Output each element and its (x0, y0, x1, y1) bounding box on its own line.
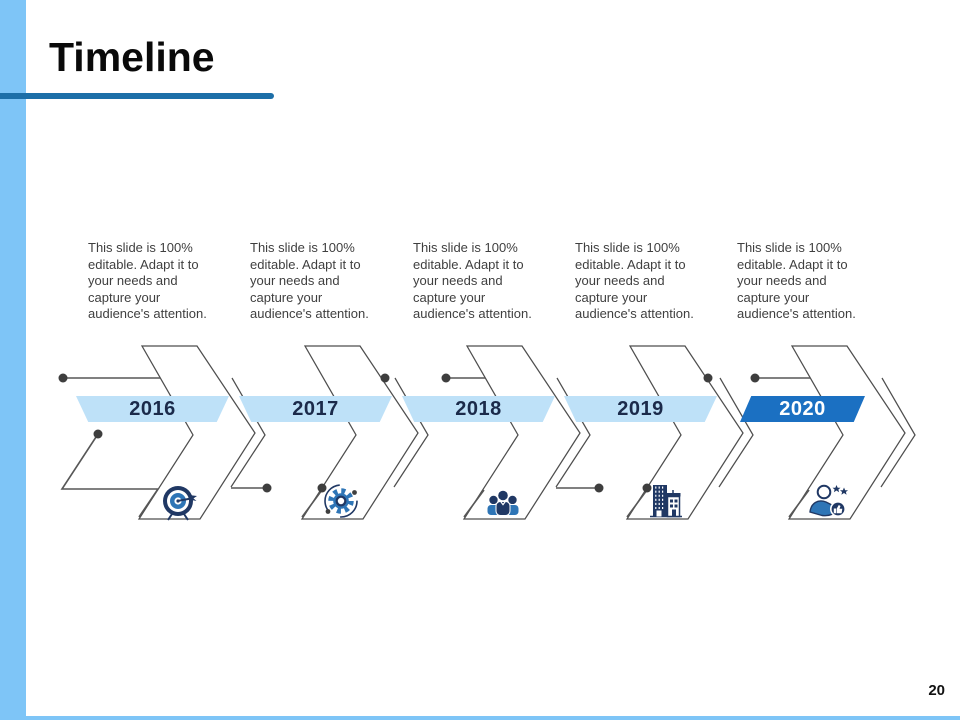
circuit-connectors (58, 373, 810, 518)
milestone-5-description: This slide is 100% editable. Adapt it to… (737, 240, 856, 321)
year-label: 2018 (455, 397, 502, 420)
left-accent-strip (0, 0, 26, 720)
bottom-accent-bar (0, 716, 960, 720)
timeline-arrow-5 (787, 345, 916, 520)
customer-rating-icon (809, 484, 848, 517)
connector-dot (380, 373, 390, 383)
connector-dot (750, 373, 760, 383)
milestone-3-description: This slide is 100% editable. Adapt it to… (413, 240, 532, 321)
year-band-2018: 2018 (402, 396, 555, 422)
year-band-2017: 2017 (239, 396, 392, 422)
target-dart-icon (163, 486, 197, 521)
connector-dot (594, 483, 604, 493)
milestone-1-description: This slide is 100% editable. Adapt it to… (88, 240, 207, 321)
team-icon (486, 490, 520, 516)
page-number: 20 (928, 682, 945, 699)
connector-dot (262, 483, 272, 493)
milestone-4-description: This slide is 100% editable. Adapt it to… (575, 240, 694, 321)
process-gear-icon (324, 484, 358, 518)
year-label: 2020 (779, 397, 826, 420)
connector-dot (58, 373, 68, 383)
year-band-2019: 2019 (564, 396, 717, 422)
year-label: 2016 (129, 397, 176, 420)
connector-dot (93, 429, 103, 439)
connector-dot (317, 483, 327, 493)
year-label: 2019 (617, 397, 664, 420)
page-title: Timeline (49, 34, 215, 80)
connector-dot (642, 483, 652, 493)
timeline-arrow-4 (625, 345, 754, 520)
year-band-2016: 2016 (76, 396, 229, 422)
year-band-2020: 2020 (740, 396, 865, 422)
office-building-icon (650, 485, 682, 518)
connector-dot (703, 373, 713, 383)
milestone-2-description: This slide is 100% editable. Adapt it to… (250, 240, 369, 321)
year-label: 2017 (292, 397, 339, 420)
connector-dot (441, 373, 451, 383)
title-underline (0, 93, 274, 99)
